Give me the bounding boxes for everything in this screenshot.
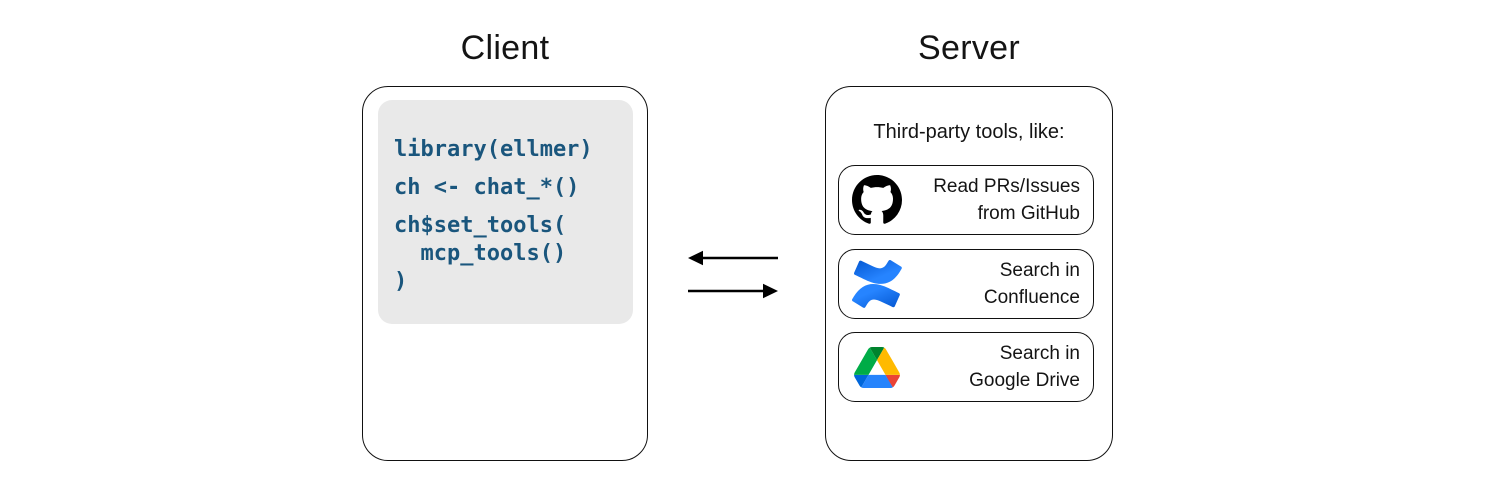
arrow-left-icon — [688, 250, 778, 266]
confluence-icon — [851, 258, 903, 310]
tool-label-line: Search in — [999, 260, 1080, 281]
google-drive-icon — [851, 341, 903, 393]
tool-card-google-drive-label: Search in Google Drive — [903, 340, 1093, 394]
tool-label-line: Confluence — [983, 287, 1080, 308]
tool-card-google-drive: Search in Google Drive — [838, 332, 1094, 402]
tool-label-line: Search in — [999, 343, 1080, 364]
server-box: Third-party tools, like: Read PRs/Issues… — [825, 86, 1113, 461]
tool-card-github: Read PRs/Issues from GitHub — [838, 165, 1094, 235]
tool-label-line: Google Drive — [969, 370, 1080, 391]
client-code-block: library(ellmer) ch <- chat_*() ch$set_to… — [378, 100, 633, 324]
data-flow-arrows — [680, 239, 790, 301]
code-statement-set-tools: ch$set_tools( mcp_tools() ) — [394, 213, 567, 294]
client-title: Client — [460, 29, 550, 67]
tool-label-line: Read PRs/Issues — [933, 176, 1080, 197]
server-subtitle: Third-party tools, like: — [873, 121, 1065, 143]
github-icon — [851, 174, 903, 226]
tool-label-line: from GitHub — [977, 203, 1080, 224]
client-box: library(ellmer) ch <- chat_*() ch$set_to… — [362, 86, 648, 461]
arrow-right-icon — [688, 283, 778, 299]
tool-card-github-label: Read PRs/Issues from GitHub — [903, 173, 1093, 227]
tool-card-confluence-label: Search in Confluence — [903, 257, 1093, 311]
code-statement-chat: ch <- chat_*() — [394, 175, 580, 200]
tool-card-confluence: Search in Confluence — [838, 249, 1094, 319]
server-title: Server — [918, 29, 1020, 67]
code-statement-library: library(ellmer) — [394, 137, 593, 162]
